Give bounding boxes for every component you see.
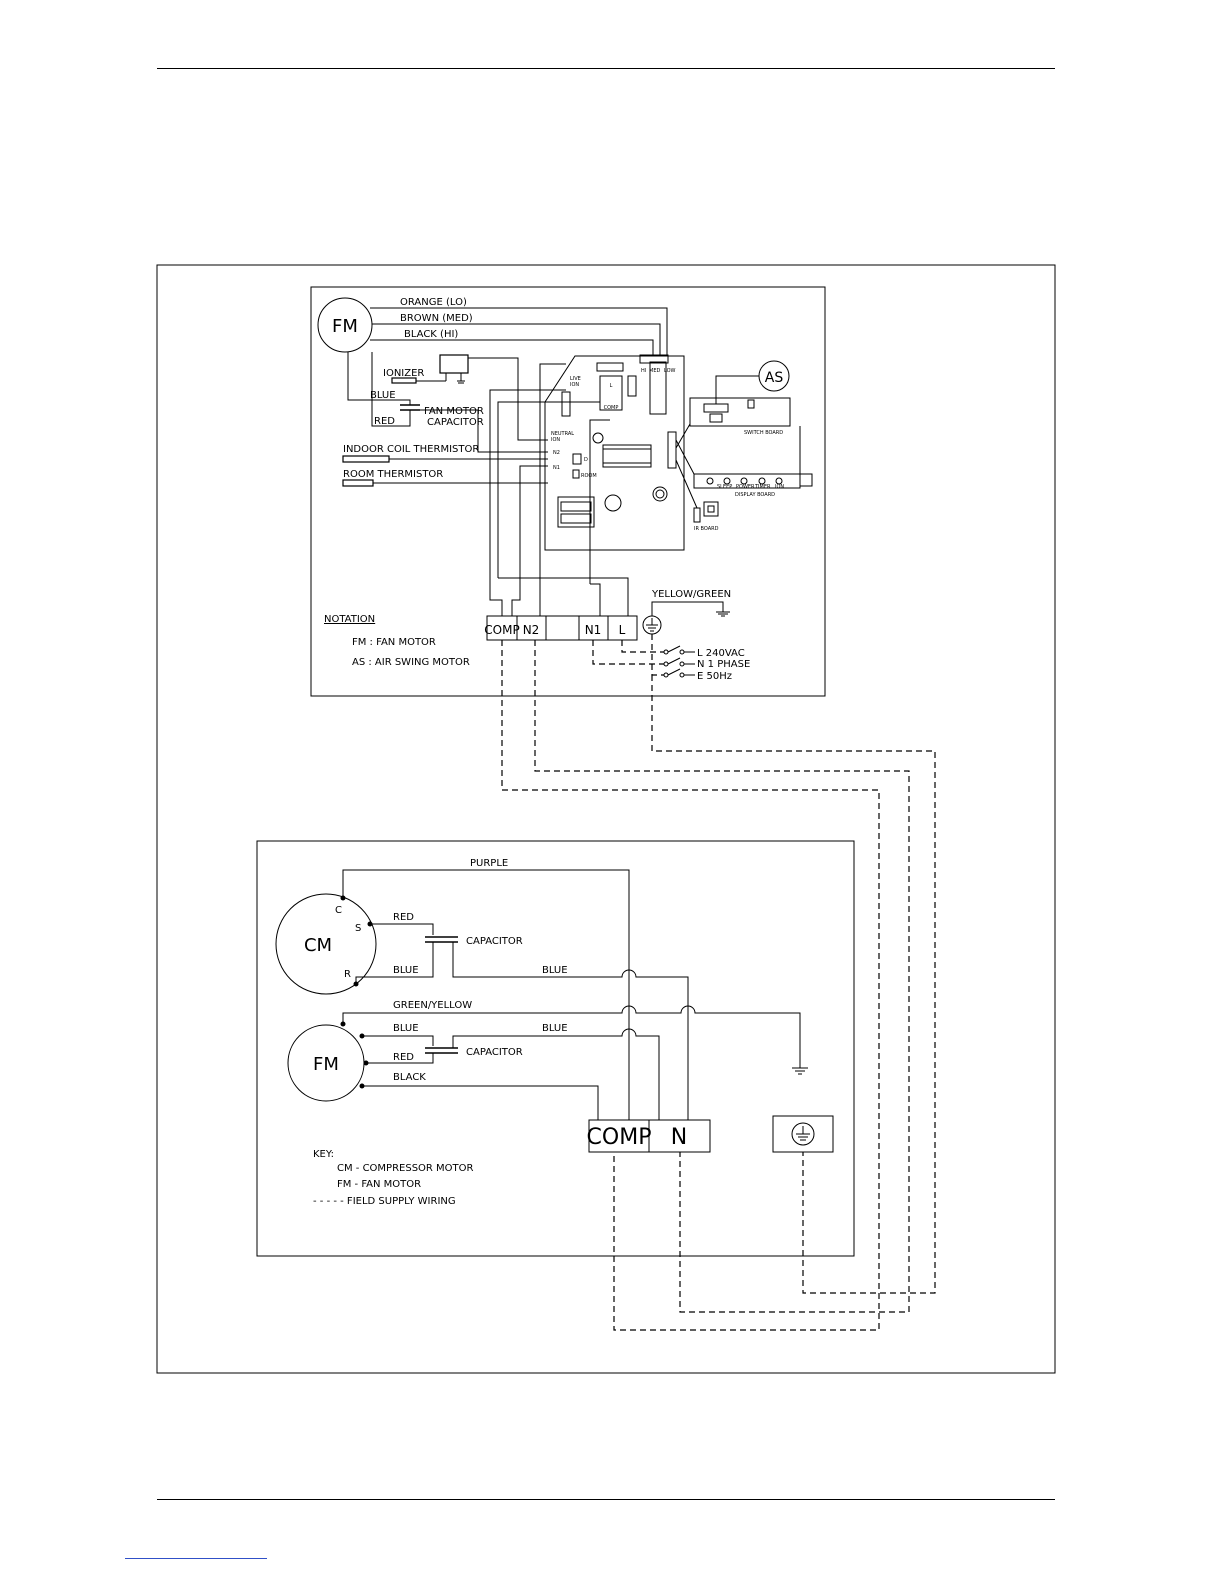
pcb-n1-label: N1 [553,465,560,471]
field-wire-comp [501,640,880,1331]
outdoor-terminal-block: COMP N [587,1119,711,1153]
notation-title: NOTATION [324,614,375,625]
disp-timer-label: TIMER [754,484,771,490]
disp-power-label: POWER [736,484,755,490]
wire-orange-label: ORANGE (LO) [400,297,467,308]
indoor-terminal-n1: N1 [585,623,602,637]
disp-ion-label: ION [775,484,784,490]
field-wire-n [534,640,910,1313]
indoor-unit: FM ORANGE (LO) BROWN (MED) BLACK (HI) IO… [310,286,826,697]
outdoor-fan-motor-label: FM [313,1054,339,1075]
indoor-terminal-comp: COMP [484,623,519,637]
notation-as: AS : AIR SWING MOTOR [352,657,470,668]
wire-orange [370,307,668,355]
indoor-coil-thermistor-label: INDOOR COIL THERMISTOR [343,444,479,455]
fan-cap-label-1: FAN MOTOR [424,406,484,417]
wire-black [370,339,654,355]
ionizer-label: IONIZER [383,368,424,379]
notation-fm: FM : FAN MOTOR [352,637,436,648]
pcb-n2-label: N2 [553,450,560,456]
indoor-terminal-n2: N2 [523,623,540,637]
pcb-med-label: MED [649,368,660,374]
indoor-fan-motor [317,297,373,353]
supply-e-label: E 50Hz [697,671,732,682]
pcb-room-label: ROOM [581,473,597,479]
indoor-terminal-block: COMP N2 N1 L [484,615,638,641]
switch-board-label: SWITCH BOARD [744,430,783,436]
pcb-low-label: LOW [664,368,676,374]
wire-brown [372,323,661,355]
ionizer-transformer [439,354,469,374]
indoor-unit-frame [310,286,826,697]
outdoor-terminal-comp: COMP [587,1125,652,1150]
cm-r-label: R [344,969,351,980]
air-swing-motor-label: AS [765,370,784,386]
fm-blue-label: BLUE [393,1023,419,1034]
pcb-hi-label: HI [641,368,646,374]
cm-red-label: RED [393,912,414,923]
compressor-motor-label: CM [304,935,332,956]
wire-brown-label: BROWN (MED) [400,313,473,324]
fan-cap-red-label: RED [374,416,395,427]
pcb-l-label: L [610,383,613,389]
key-field: - - - - - FIELD SUPPLY WIRING [313,1196,456,1207]
diagram-frame [156,264,1056,1374]
display-board [693,473,801,489]
pcb-neutral-label: NEUTRAL [551,431,574,437]
pcb-comp-label: COMP [604,405,619,411]
indoor-terminal-l: L [619,623,626,637]
field-wire-earth [651,675,936,1294]
fm-capacitor-label: CAPACITOR [466,1047,523,1058]
indoor-coil-thermistor [342,455,390,463]
cm-blue-label: BLUE [393,965,419,976]
wire-ionizer [468,357,548,441]
pcb-d-label: D [584,457,588,463]
supply-l-label: L 240VAC [697,648,745,659]
fan-cap-label-2: CAPACITOR [427,417,484,428]
bottom-rule [157,1499,1055,1500]
key-fm: FM - FAN MOTOR [337,1179,421,1190]
room-thermistor [342,479,374,487]
outdoor-unit: CM C S R PURPLE RED BLUE CAPACITOR BLUE … [256,840,855,1257]
footer-link-underline [125,1558,267,1559]
outdoor-terminal-n: N [671,1125,687,1150]
top-rule [157,68,1055,69]
wire-black-label: BLACK (HI) [404,329,458,340]
fm-blue2-label: BLUE [542,1023,568,1034]
ir-board [703,501,719,517]
fan-cap-blue-label: BLUE [370,390,396,401]
wire-purple [342,869,630,1120]
green-yellow-label: GREEN/YELLOW [393,1000,472,1011]
cm-blue2-label: BLUE [542,965,568,976]
cm-s-label: S [355,923,361,934]
wire-green-yellow [342,1005,801,1068]
outdoor-earth-terminal [772,1115,834,1153]
room-thermistor-label: ROOM THERMISTOR [343,469,443,480]
compressor-motor [275,893,377,995]
pcb-chip [602,444,652,468]
main-pcb [544,355,685,551]
fm-black-label: BLACK [393,1072,426,1083]
pcb-ion2-label: ION [551,437,560,443]
pcb-live-label: LIVE [570,376,581,382]
supply-n-label: N 1 PHASE [697,659,750,670]
fm-red-label: RED [393,1052,414,1063]
disp-sleep-label: SLEEP [717,484,732,490]
outdoor-unit-frame [256,840,855,1257]
display-board-label: DISPLAY BOARD [735,492,775,498]
field-supply-wiring [501,640,936,1331]
cm-capacitor-label: CAPACITOR [466,936,523,947]
yellow-green-label: YELLOW/GREEN [651,589,731,600]
key-cm: CM - COMPRESSOR MOTOR [337,1163,474,1174]
key-title: KEY: [313,1149,334,1160]
ir-board-label: IR BOARD [694,526,719,532]
wire-purple-label: PURPLE [470,858,508,869]
pcb-ion-label: ION [570,382,579,388]
switch-board [689,397,791,427]
indoor-fan-motor-label: FM [332,316,358,337]
cm-c-label: C [335,905,342,916]
